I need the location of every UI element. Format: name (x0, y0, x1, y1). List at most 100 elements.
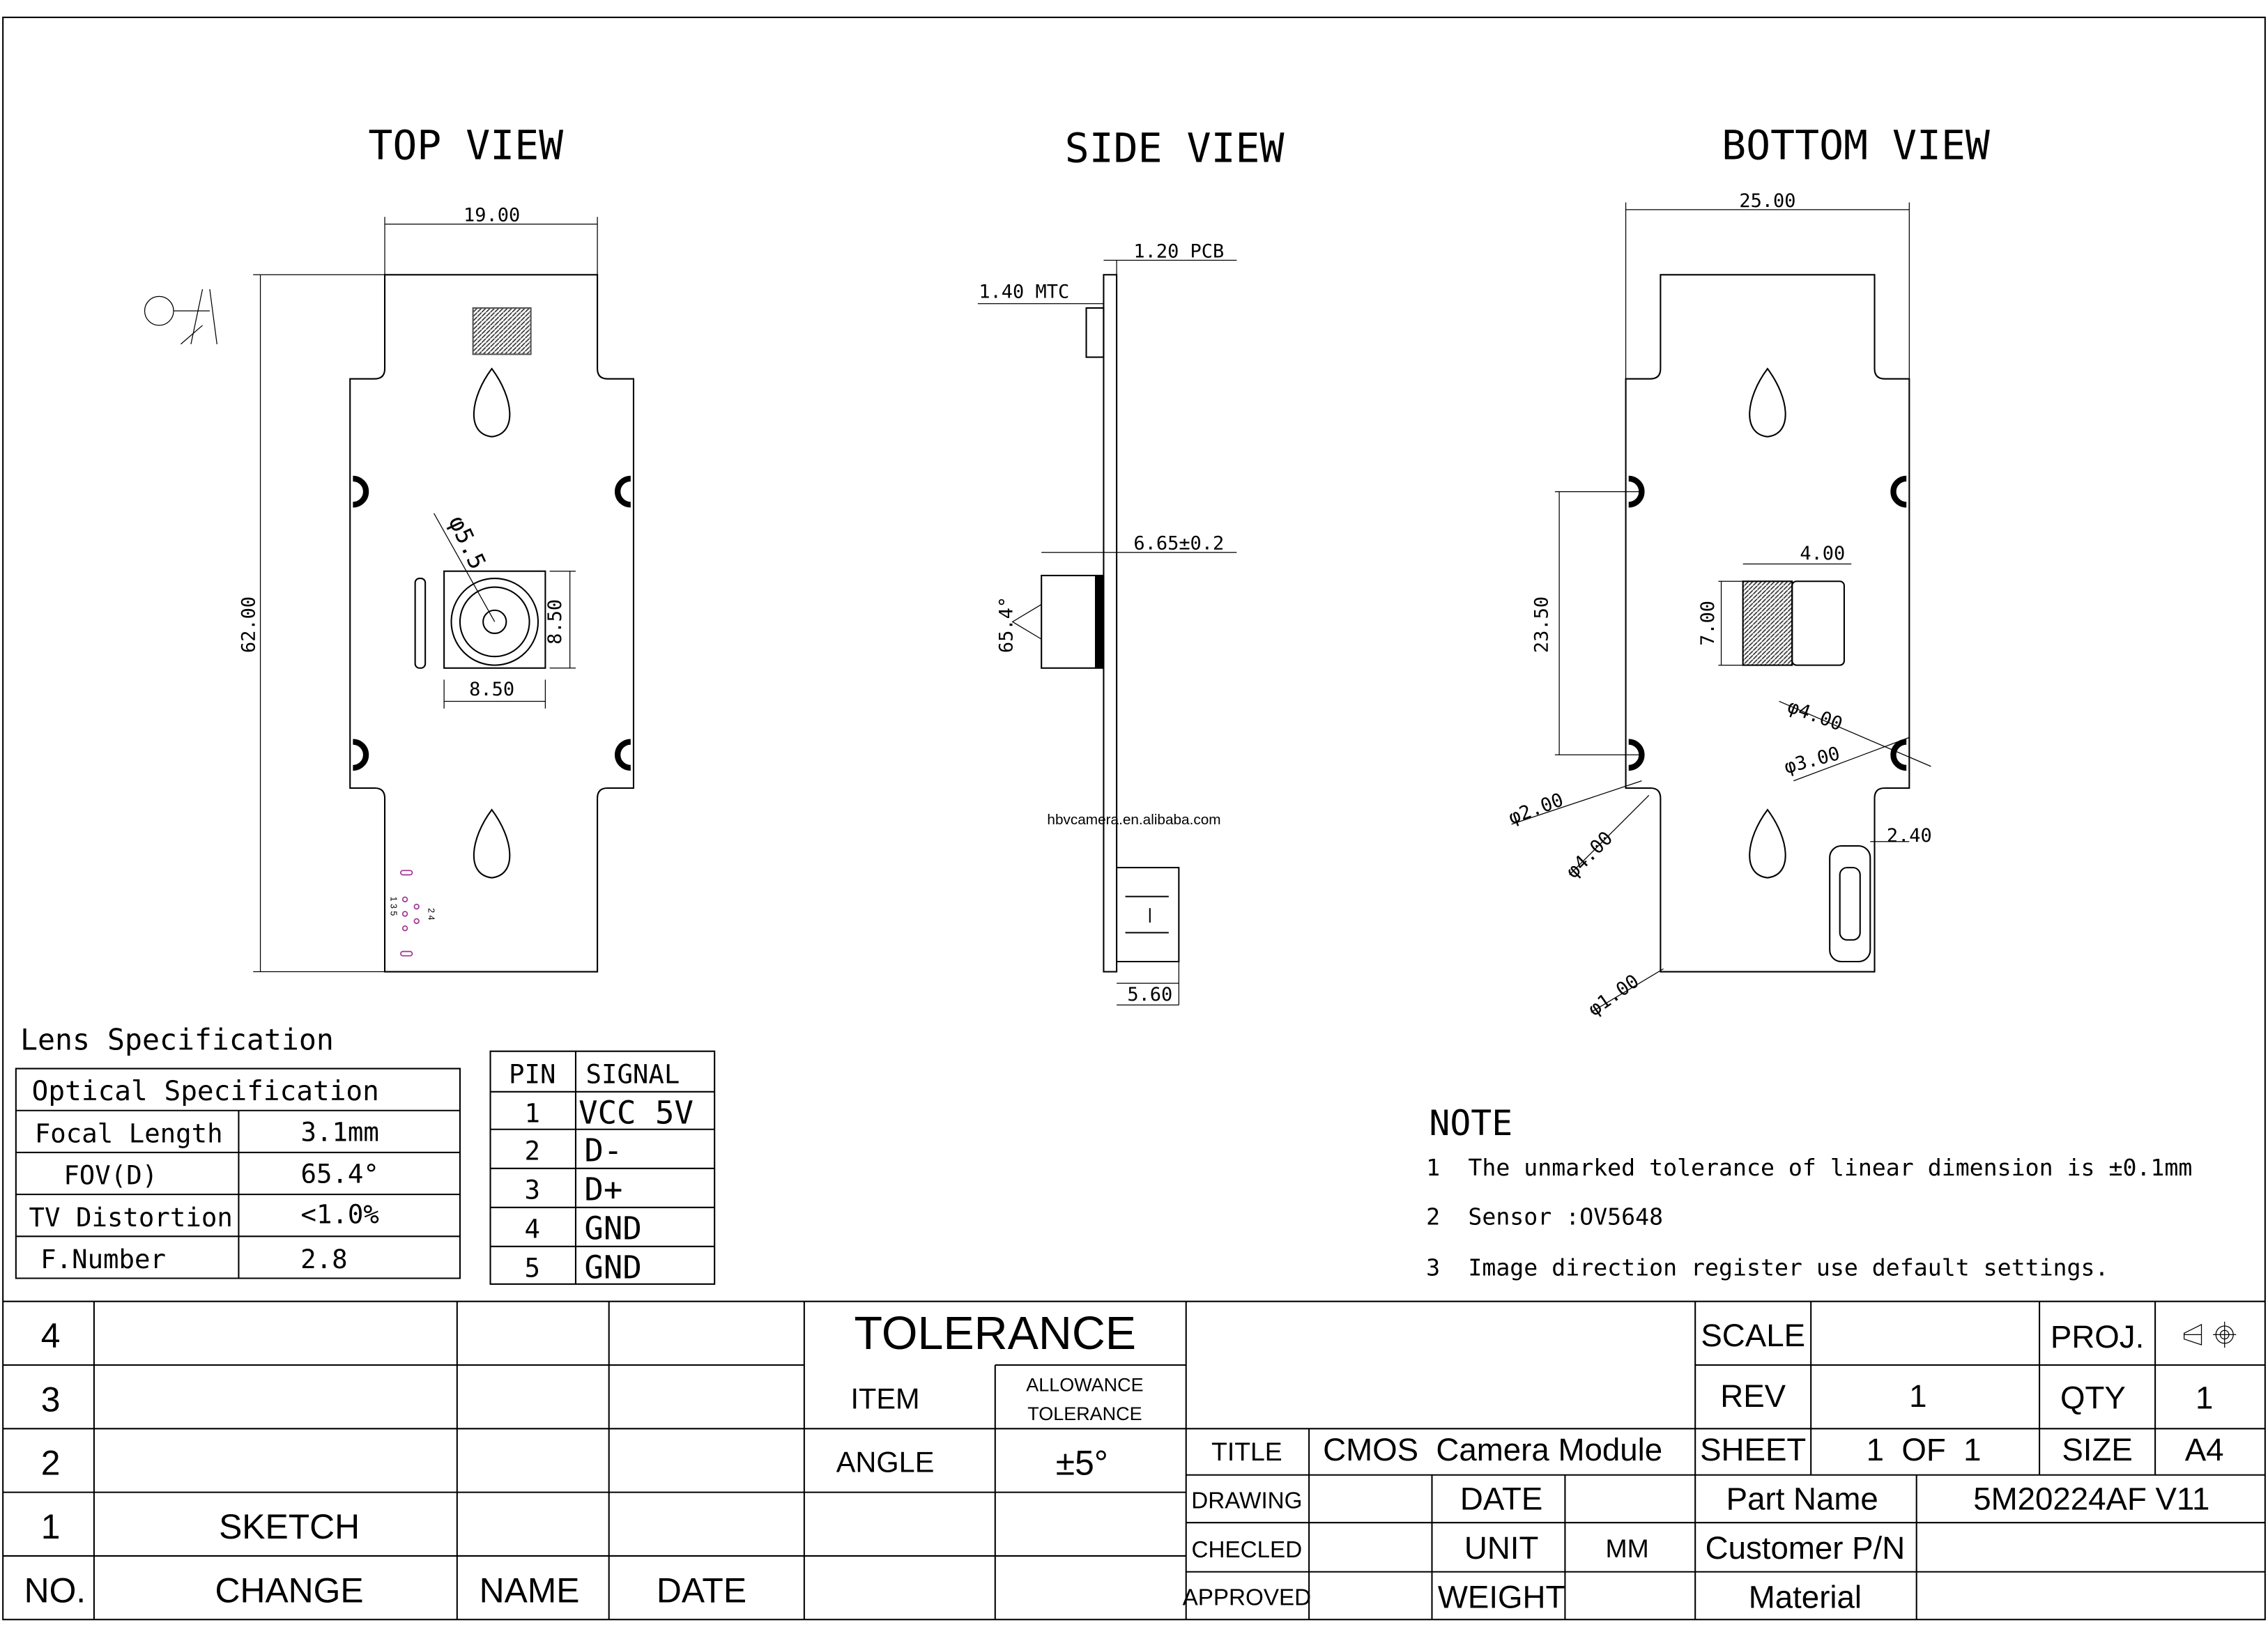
mount-hole (473, 367, 511, 438)
dim-hole-dia: φ4.00 (1785, 695, 1846, 735)
mount-hole (1749, 808, 1786, 879)
bottom-view-title: BOTTOM VIEW (1722, 121, 1990, 169)
pin-pads (400, 870, 420, 957)
size-value: A4 (2185, 1432, 2224, 1467)
pin-label: 1 3 5 (388, 897, 398, 916)
dim-connector-height: 7.00 (1697, 601, 1719, 646)
top-board-outline (349, 274, 635, 973)
scale-label: SCALE (1701, 1318, 1805, 1353)
weight-label: WEIGHT (1438, 1580, 1565, 1615)
note-text: The unmarked tolerance of linear dimensi… (1468, 1154, 2192, 1181)
revision-table: 4 3 2 1 SKETCH NO. CHANGE NAME DATE TOLE… (3, 1300, 2265, 1620)
pin-signal: D- (584, 1132, 622, 1169)
dim-lens-height: 8.50 (544, 599, 566, 645)
dim-fov: 65.4° (996, 596, 1018, 653)
dim-mtc: 1.40 MTC (979, 281, 1069, 302)
dim-hole-dia: φ4.00 (1562, 827, 1617, 882)
tolerance-title: TOLERANCE (854, 1308, 1136, 1359)
spec-label: FOV(D) (63, 1160, 158, 1191)
spec-label: Focal Length (35, 1118, 223, 1148)
drawing-label: DRAWING (1191, 1488, 1302, 1513)
pin-signal: VCC 5V (579, 1094, 694, 1131)
tolerance-allowance: ALLOWANCE (1026, 1374, 1143, 1395)
watermark: hbvcamera.en.alibaba.com (1047, 812, 1220, 828)
dim-hole-dia: φ2.00 (1505, 789, 1566, 829)
side-view: SIDE VIEW 1.20 PCB 1.40 MTC 6.65±0.2 65.… (977, 124, 1285, 1005)
rev-no: 3 (41, 1380, 61, 1419)
spec-label: TV Distortion (29, 1202, 233, 1233)
note-number: 1 (1426, 1154, 1440, 1181)
signal-header: SIGNAL (585, 1058, 680, 1089)
rev-label: REV (1720, 1378, 1786, 1414)
pin-table: PIN SIGNAL 1 VCC 5V 2 D- 3 D+ 4 GND 5 GN… (489, 1050, 716, 1286)
lens-spec-heading: Lens Specification (20, 1023, 334, 1057)
pin-number: 4 (524, 1213, 539, 1244)
rev-change: SKETCH (219, 1507, 360, 1546)
dim-lens-width: 8.50 (469, 679, 514, 700)
slot (414, 578, 427, 669)
bottom-board-outline (1625, 274, 1910, 973)
checked-label: CHECLED (1192, 1537, 1303, 1563)
lens-holder (443, 570, 546, 669)
header-date: DATE (657, 1571, 746, 1610)
connector-body (1791, 580, 1845, 666)
mount-hole (473, 808, 511, 879)
usb-port (1829, 845, 1871, 963)
notes: NOTE 1 The unmarked tolerance of linear … (1426, 1103, 2192, 1281)
pin-number: 5 (524, 1252, 539, 1283)
unit-label: UNIT (1464, 1530, 1538, 1566)
dim-height: 62.00 (238, 596, 259, 653)
qty-label: QTY (2060, 1380, 2126, 1415)
mount-hole (1749, 367, 1786, 438)
title-block: SCALE PROJ. REV 1 QTY 1 TITLE CMOS Camer… (1183, 1301, 2265, 1620)
spec-value: 65.4° (300, 1159, 378, 1189)
dim-connector-width: 4.00 (1800, 543, 1845, 564)
part-name-value: 5M20224AF V11 (1973, 1481, 2209, 1517)
notes-heading: NOTE (1429, 1103, 1512, 1143)
dim-connector: 5.60 (1127, 984, 1172, 1005)
optical-spec-title: Optical Specification (32, 1075, 379, 1107)
dim-width: 25.00 (1739, 190, 1795, 212)
spec-value: <1.0% (300, 1199, 378, 1230)
connector-hatched (1742, 580, 1793, 666)
pin-number: 3 (524, 1174, 539, 1205)
note-text: Sensor :OV5648 (1468, 1203, 1663, 1231)
header-name: NAME (480, 1571, 580, 1610)
top-view-title: TOP VIEW (368, 121, 563, 169)
dim-pcb: 1.20 PCB (1133, 240, 1224, 262)
spec-value: 3.1mm (300, 1116, 378, 1147)
top-view: TOP VIEW 19.00 62.00 8.50 8.50 φ5.5 2 4 … (144, 121, 635, 973)
dim-usb: 2.40 (1887, 825, 1932, 847)
lens-outer (450, 578, 539, 666)
pin-signal: GND (584, 1210, 641, 1247)
sheet-label: SHEET (1700, 1432, 1806, 1467)
lens-spec: Lens Specification Optical Specification… (15, 1023, 461, 1279)
spec-value: 2.8 (300, 1244, 347, 1274)
note-text: Image direction register use default set… (1468, 1254, 2108, 1281)
note-number: 3 (1426, 1254, 1440, 1281)
approved-label: APPROVED (1183, 1585, 1311, 1610)
qty-value: 1 (2196, 1380, 2213, 1415)
date-label: DATE (1460, 1481, 1542, 1517)
bottom-view: BOTTOM VIEW 25.00 23.50 4.00 7.00 φ4.00 … (1505, 121, 1989, 1020)
usb-connector-profile (1117, 867, 1180, 963)
customer-pn-label: Customer P/N (1706, 1530, 1906, 1566)
pin-number: 1 (524, 1097, 539, 1128)
header-change: CHANGE (215, 1571, 364, 1610)
title-label: TITLE (1211, 1437, 1282, 1466)
sensor-chip (472, 307, 532, 355)
pin-signal: D+ (584, 1171, 622, 1208)
dim-hole-spacing: 23.50 (1531, 596, 1553, 653)
material-label: Material (1749, 1580, 1862, 1615)
dim-corner-dia: φ1.00 (1584, 971, 1643, 1021)
tolerance-angle: ANGLE (836, 1446, 935, 1479)
tolerance-angle-value: ±5° (1056, 1444, 1108, 1483)
pin-header: PIN (509, 1058, 555, 1089)
pin-label: 2 4 (426, 908, 436, 920)
size-label: SIZE (2062, 1432, 2132, 1467)
pin-number: 2 (524, 1135, 539, 1166)
projection-symbol-icon (2183, 1321, 2237, 1348)
orientation-figure (144, 288, 217, 345)
mount-notches (353, 475, 631, 771)
